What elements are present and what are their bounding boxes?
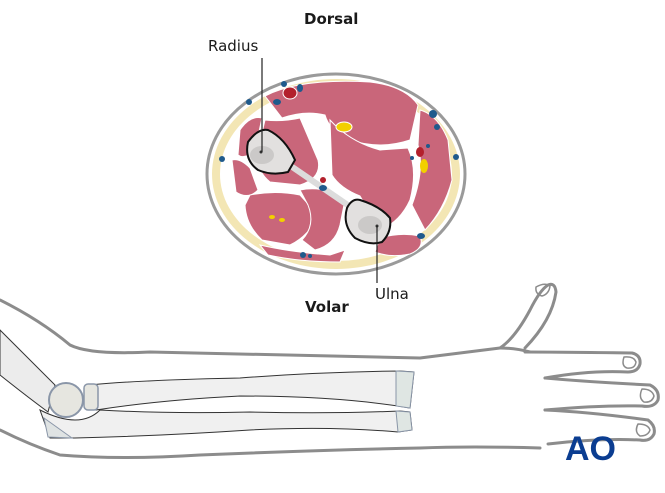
interosseous-membrane xyxy=(283,159,357,213)
radius-label: Radius xyxy=(208,37,259,55)
ulna-bone-section xyxy=(344,198,392,245)
ao-logo: AO xyxy=(565,430,616,468)
forearm-cross-section xyxy=(205,58,467,283)
dorsal-label: Dorsal xyxy=(304,10,359,28)
svg-text:AO: AO xyxy=(565,430,616,468)
arm-outline xyxy=(0,282,660,459)
ulna-bone xyxy=(39,408,413,439)
ulna-label: Ulna xyxy=(375,285,409,303)
volar-label: Volar xyxy=(305,298,349,316)
vessels-and-nerves xyxy=(219,81,459,258)
forearm-bones xyxy=(0,329,415,439)
radius-bone xyxy=(89,370,415,411)
